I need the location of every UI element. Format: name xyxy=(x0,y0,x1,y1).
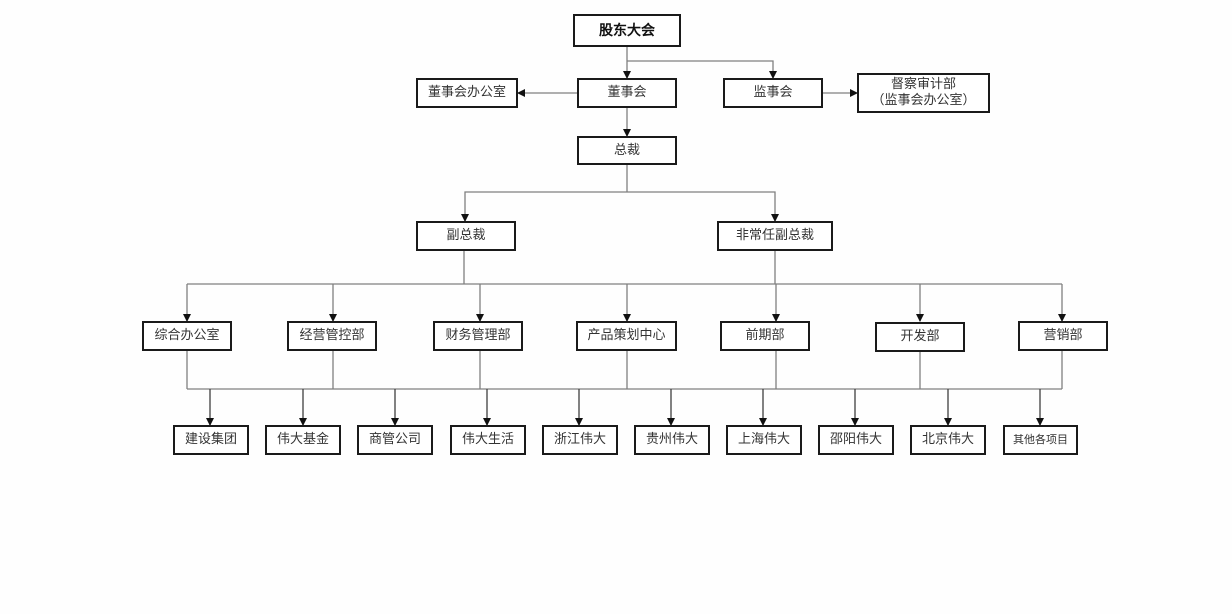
line-president-nonstanding-vp xyxy=(627,191,779,222)
dept-2: 财务管理部 xyxy=(433,321,523,351)
sub-label: 贵州伟大 xyxy=(645,432,698,447)
dept-0: 综合办公室 xyxy=(142,321,232,351)
sub-8: 北京伟大 xyxy=(910,425,986,455)
node-shareholders: 股东大会 xyxy=(573,14,681,47)
node-label: 副总裁 xyxy=(446,228,486,243)
node-supervisory: 监事会 xyxy=(723,78,823,108)
sub-4: 浙江伟大 xyxy=(542,425,618,455)
sub-label: 其他各项目 xyxy=(1013,433,1068,446)
node-label: 董事会办公室 xyxy=(427,85,506,100)
sub-5: 贵州伟大 xyxy=(634,425,710,455)
dept-5: 开发部 xyxy=(875,322,965,352)
dept-4: 前期部 xyxy=(720,321,810,351)
node-label: 非常任副总裁 xyxy=(735,228,814,243)
node-nonstanding-vp: 非常任副总裁 xyxy=(717,221,833,251)
sub-1: 伟大基金 xyxy=(265,425,341,455)
dept-label: 经营管控部 xyxy=(299,328,365,343)
line-shareholders-supervisory xyxy=(627,60,777,79)
sub-6: 上海伟大 xyxy=(726,425,802,455)
sub-label: 北京伟大 xyxy=(921,432,974,447)
node-vp: 副总裁 xyxy=(416,221,516,251)
node-label: 监事会 xyxy=(753,85,793,100)
sub-9: 其他各项目 xyxy=(1003,425,1078,455)
node-board-office: 董事会办公室 xyxy=(416,78,518,108)
dept-label: 开发部 xyxy=(900,329,940,344)
sub-3: 伟大生活 xyxy=(450,425,526,455)
sub-label: 建设集团 xyxy=(184,432,237,447)
node-label: 董事会 xyxy=(607,85,647,100)
dept-label: 产品策划中心 xyxy=(587,328,666,343)
sub-2: 商管公司 xyxy=(357,425,433,455)
line-president-vp xyxy=(461,191,627,222)
node-board: 董事会 xyxy=(577,78,677,108)
sub-label: 邵阳伟大 xyxy=(829,432,882,447)
sub-label: 伟大生活 xyxy=(461,432,514,447)
sub-label: 商管公司 xyxy=(368,432,421,447)
node-label: 总裁 xyxy=(613,142,640,158)
node-label: 股东大会 xyxy=(599,22,655,39)
sub-label: 伟大基金 xyxy=(276,432,329,447)
node-audit: 督察审计部 （监事会办公室） xyxy=(857,73,990,113)
dept-6: 营销部 xyxy=(1018,321,1108,351)
dept-label: 前期部 xyxy=(745,328,785,343)
dept-label: 营销部 xyxy=(1043,328,1083,343)
dept-3: 产品策划中心 xyxy=(576,321,677,351)
sub-label: 上海伟大 xyxy=(737,432,790,447)
sub-0: 建设集团 xyxy=(173,425,249,455)
node-label-line2: （监事会办公室） xyxy=(871,93,976,108)
dept-1: 经营管控部 xyxy=(287,321,377,351)
sub-label: 浙江伟大 xyxy=(553,432,606,447)
sub-7: 邵阳伟大 xyxy=(818,425,894,455)
dept-label: 综合办公室 xyxy=(154,328,220,343)
node-president: 总裁 xyxy=(577,136,677,165)
dept-label: 财务管理部 xyxy=(445,328,511,343)
node-label-line1: 督察审计部 xyxy=(890,77,956,92)
